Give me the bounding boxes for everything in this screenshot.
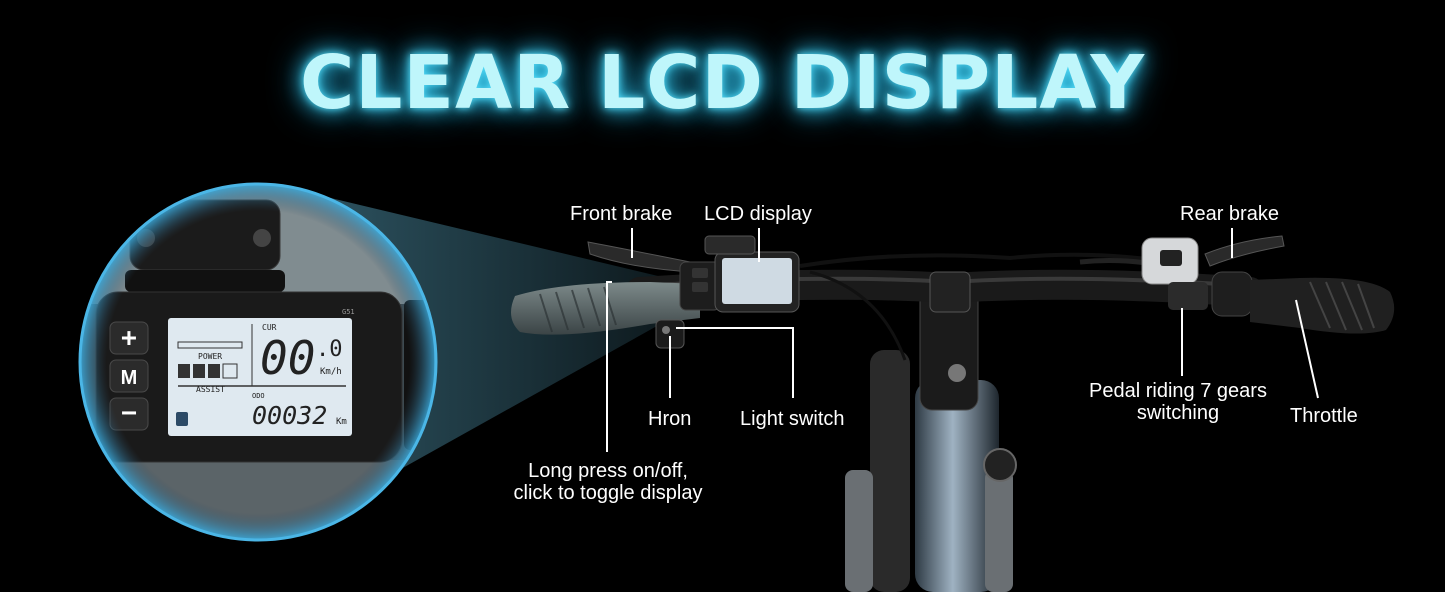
lcd-model: G51: [342, 308, 355, 316]
lcd-power-label: POWER: [198, 352, 222, 361]
bike-frame: [845, 279, 1017, 592]
label-lcd-display: LCD display: [704, 203, 812, 225]
lcd-odo-value: 00032: [252, 401, 327, 430]
label-rear-brake: Rear brake: [1180, 203, 1279, 225]
right-controls: [1141, 235, 1395, 334]
label-pedal-line2: switching: [1136, 402, 1220, 424]
callout-lines: [606, 228, 1319, 452]
lcd-readout: + M − CUR G51 00 .0 Km/h POWER ASSIST OD…: [121, 308, 355, 430]
label-front-brake: Front brake: [570, 203, 673, 225]
lcd-assist-label: ASSIST: [196, 385, 225, 394]
lcd-speed-decimal: .0: [316, 337, 343, 362]
rear-brake-lever: [1204, 235, 1285, 267]
lcd-speed: 00: [260, 331, 315, 385]
label-long-press-line1: Long press on/off,: [528, 460, 688, 482]
lcd-odo-label: ODO: [252, 392, 265, 400]
label-pedal-gears: Pedal riding 7 gears switching: [1080, 380, 1276, 424]
label-pedal-line1: Pedal riding 7 gears: [1089, 380, 1267, 402]
lcd-odo-unit: Km: [336, 417, 347, 427]
lcd-button-mode: M: [121, 367, 138, 389]
lcd-cur-label: CUR: [262, 323, 277, 332]
label-long-press: Long press on/off, click to toggle displ…: [500, 460, 716, 504]
lcd-speed-unit: Km/h: [320, 367, 342, 377]
label-hron: Hron: [648, 408, 692, 430]
page-title: CLEAR LCD DISPLAY: [299, 40, 1146, 126]
handlebar-controls: [655, 235, 800, 349]
label-throttle: Throttle: [1290, 405, 1358, 427]
label-long-press-line2: click to toggle display: [513, 482, 703, 504]
left-grip: [511, 282, 700, 335]
lcd-button-minus: −: [121, 398, 137, 428]
lcd-button-plus: +: [121, 323, 137, 353]
label-light-switch: Light switch: [740, 408, 845, 430]
